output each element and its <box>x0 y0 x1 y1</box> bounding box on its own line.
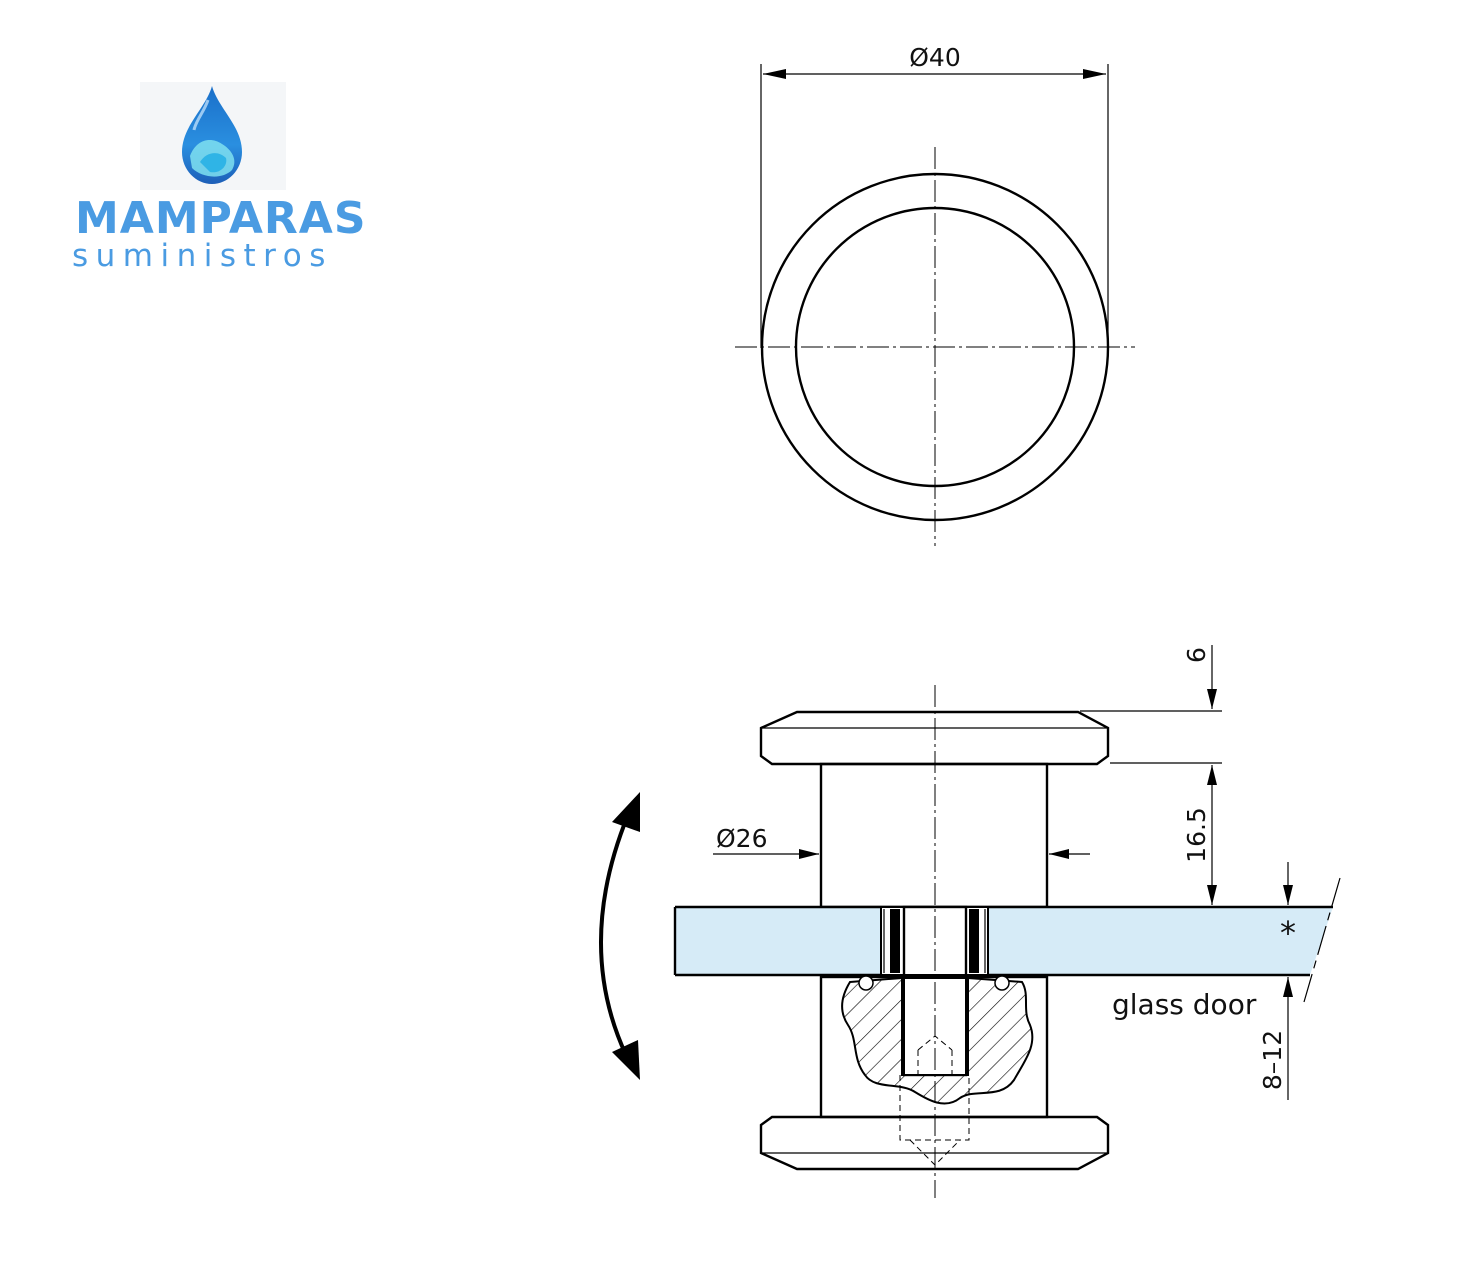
rotation-arrowhead-top <box>612 792 640 832</box>
asterisk-mark: * <box>1280 914 1296 952</box>
rotation-arrow <box>599 814 630 1056</box>
arrow-left <box>763 69 786 79</box>
water-drop-icon <box>140 82 286 190</box>
glass-panel <box>675 907 1333 975</box>
side-view: Ø26 6 16.5 8–12 * glass door <box>599 645 1341 1198</box>
logo-brand: MAMPARAS <box>75 193 367 244</box>
top-view: Ø40 <box>735 43 1135 546</box>
neck-height-label: 16.5 <box>1182 807 1211 863</box>
glass-door-label: glass door <box>1112 988 1257 1021</box>
set-screw-right <box>994 975 1010 991</box>
rotation-arrowhead-bottom <box>612 1040 640 1080</box>
neck-diameter-label: Ø26 <box>716 824 768 853</box>
glass-thickness-label: 8–12 <box>1258 1030 1287 1090</box>
upper-cap <box>759 710 1110 766</box>
cap-thickness-label: 6 <box>1182 647 1211 663</box>
bushing-right <box>969 909 979 973</box>
upper-neck <box>819 762 1049 909</box>
outer-diameter-label: Ø40 <box>909 43 961 72</box>
section-hatch <box>841 976 1034 1105</box>
bushing-left <box>890 909 900 973</box>
lower-cap <box>759 1115 1110 1171</box>
arrow-right <box>1083 69 1106 79</box>
glass-break-line <box>1303 877 1341 1003</box>
logo-tagline: suministros <box>72 238 333 274</box>
logo: MAMPARAS suministros <box>72 82 367 274</box>
set-screw-left <box>858 975 874 991</box>
